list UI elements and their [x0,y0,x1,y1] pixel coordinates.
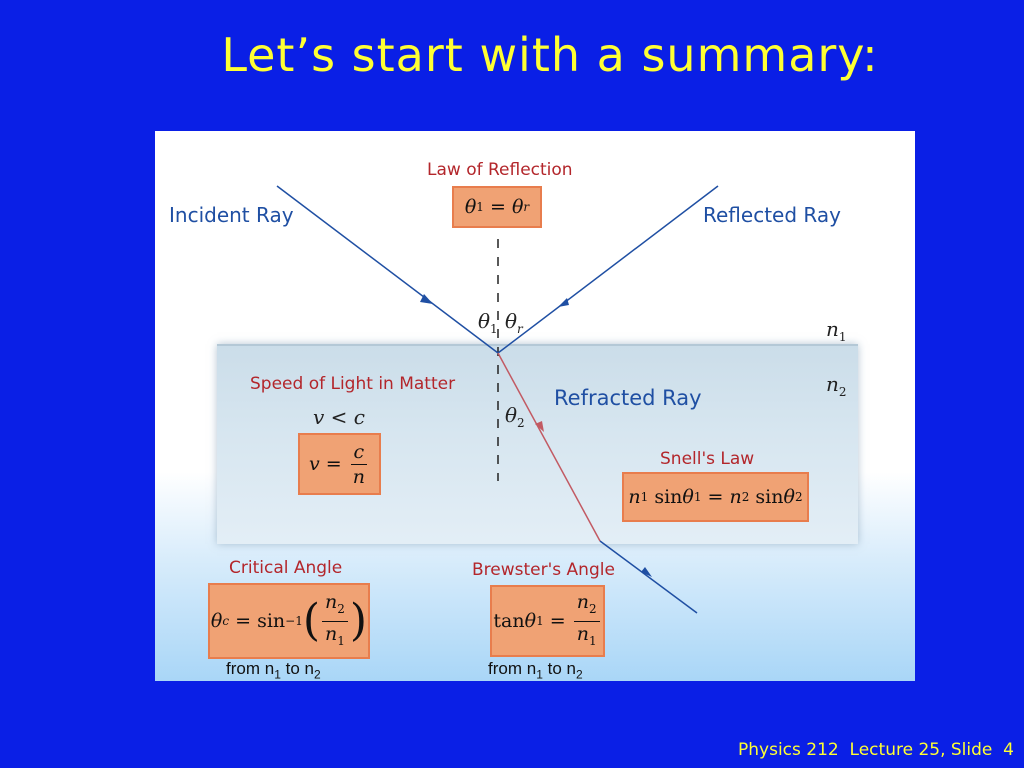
theta-r-label: θr [505,309,523,336]
brewsters-angle-label: Brewster's Angle [472,560,615,580]
reflected-ray [497,185,719,354]
snells-law-label: Snell's Law [660,449,755,469]
slide-footer: Physics 212 Lecture 25, Slide 4 [738,740,1014,760]
incident-ray-label: Incident Ray [169,203,294,227]
reflected-ray-label: Reflected Ray [703,203,841,227]
optics-diagram: Incident Ray Reflected Ray Law of Reflec… [155,131,915,681]
rays-svg [276,185,719,614]
brewster-from-to-note: from n1 to n2 [488,659,583,681]
reflected-arrow [558,298,569,307]
refracted-ray-label: Refracted Ray [554,386,702,410]
n1-label: n1 [826,317,847,344]
theta1-label: θ1 [478,309,498,336]
law-of-reflection-label: Law of Reflection [427,160,573,180]
refracted-arrow [535,421,544,432]
critical-from-to-note: from n1 to n2 [226,659,321,681]
speed-of-light-label: Speed of Light in Matter [250,374,456,394]
v-less-than-c: v < c [313,405,365,429]
exiting-ray [599,540,698,614]
slide-title: Let’s start with a summary: [221,28,879,82]
theta2-label: θ2 [505,403,525,430]
refracted-ray [497,352,601,542]
incident-ray [276,185,499,354]
n2-label: n2 [826,372,847,399]
critical-angle-label: Critical Angle [229,558,343,578]
exiting-arrow [641,567,652,577]
incident-arrow [420,294,433,304]
